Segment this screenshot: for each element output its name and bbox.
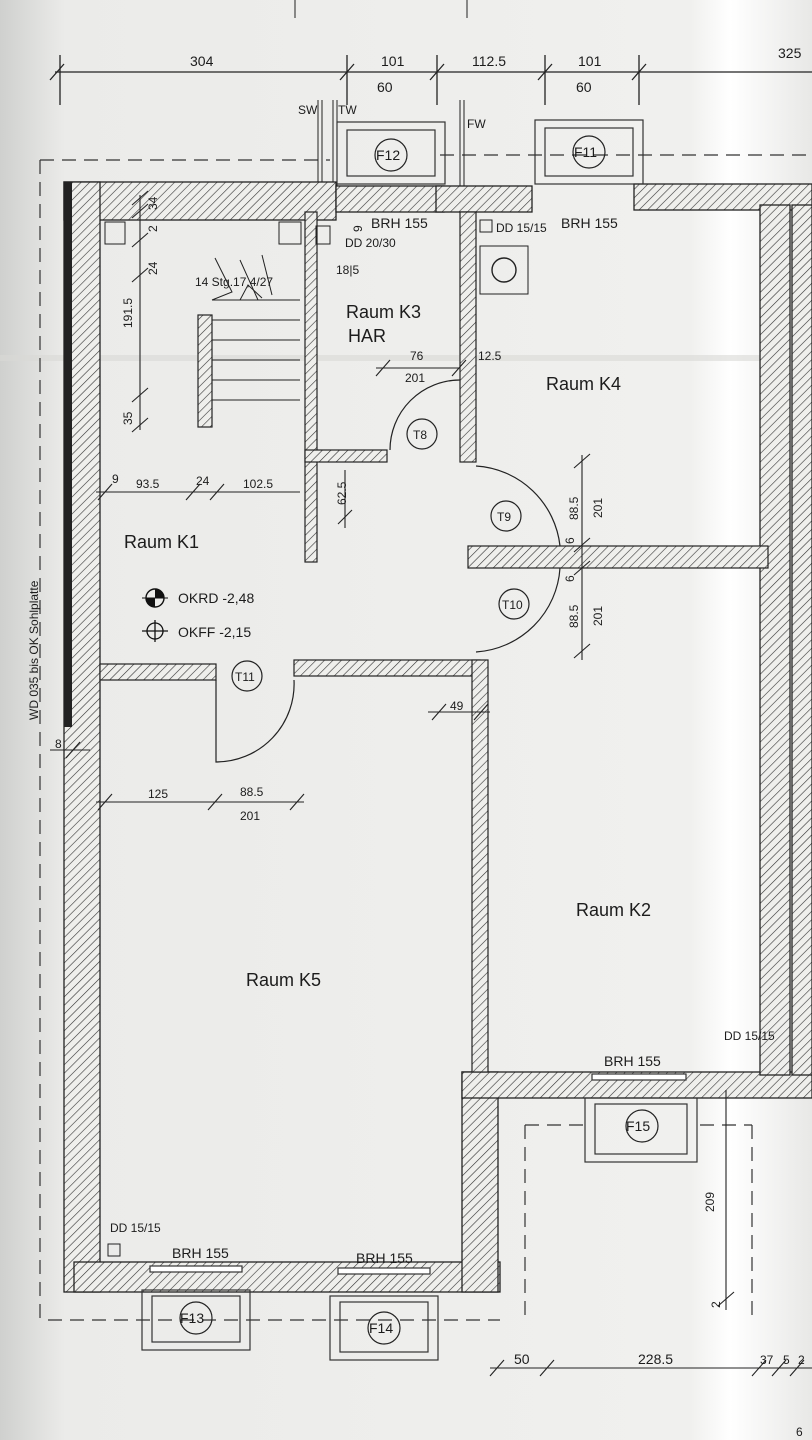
door-t9: T9 — [497, 510, 511, 524]
dim-60-a: 60 — [377, 79, 393, 95]
window-f13: F13 — [180, 1310, 204, 1326]
door-t11: T11 — [235, 670, 255, 684]
dim-88-5-a: 88.5 — [567, 496, 581, 520]
door-tags — [231, 418, 530, 692]
dim-209: 209 — [703, 1192, 717, 1212]
brh-k2: BRH 155 — [604, 1053, 661, 1069]
window-f14: F14 — [369, 1320, 393, 1336]
dim-62-5: 62.5 — [335, 481, 349, 505]
brh-k5-b: BRH 155 — [356, 1250, 413, 1266]
dim-101-b: 101 — [578, 53, 602, 69]
dim-304: 304 — [190, 53, 214, 69]
washing-machine-icon — [491, 257, 517, 283]
dim-191-5: 191.5 — [121, 298, 135, 328]
room-k4: Raum K4 — [546, 374, 621, 394]
dd-box-k5 — [107, 1243, 121, 1257]
stair-label: 14 Stg.17,4/27 — [195, 275, 273, 289]
dim-88-5-c: 88.5 — [240, 785, 264, 799]
dim-325: 325 — [778, 45, 802, 61]
room-k3: Raum K3 — [346, 302, 421, 322]
room-k5: Raum K5 — [246, 970, 321, 990]
washing-machine-box — [479, 245, 529, 295]
dim-9-b: 9 — [351, 225, 365, 232]
window-frames — [141, 119, 698, 1361]
dim-6-b: 6 — [563, 575, 577, 582]
dim-8: 8 — [55, 737, 62, 751]
dim-112-5: 112.5 — [472, 53, 506, 69]
dd-box-k3 — [315, 225, 331, 245]
dim-50: 50 — [514, 1351, 530, 1367]
dim-88-5-b: 88.5 — [567, 604, 581, 628]
dim-101-a: 101 — [381, 53, 405, 69]
dim-201-b: 201 — [591, 498, 605, 518]
exterior-walls — [63, 181, 812, 1293]
door-t8: T8 — [413, 428, 427, 442]
level-okrd: OKRD -2,48 — [178, 590, 254, 606]
dim-201-d: 201 — [240, 809, 260, 823]
dim-125: 125 — [148, 787, 168, 801]
room-k1: Raum K1 — [124, 532, 199, 552]
dim-2-c: 2 — [798, 1353, 805, 1367]
door-t10: T10 — [502, 598, 523, 612]
dim-201-a: 201 — [405, 371, 425, 385]
dim-201-c: 201 — [591, 606, 605, 626]
dim-35: 35 — [121, 411, 135, 425]
dim-49: 49 — [450, 699, 464, 713]
dim-60-b: 60 — [576, 79, 592, 95]
dim-5: 5 — [783, 1353, 790, 1367]
level-okrd-symbol — [142, 588, 168, 608]
dim-12-5: 12.5 — [478, 349, 502, 363]
dim-6: 6 — [796, 1425, 803, 1439]
dd-k2: DD 15/15 — [724, 1029, 775, 1043]
door-swings — [215, 379, 561, 763]
dimension-lines — [50, 190, 812, 1377]
dim-24: 24 — [146, 261, 160, 275]
side-note: WD 035 bis OK Sohlplatte — [27, 580, 41, 720]
level-okff: OKFF -2,15 — [178, 624, 251, 640]
level-okff-symbol — [142, 620, 168, 642]
outer-wall-dark-edge — [64, 182, 72, 727]
brh-k4: BRH 155 — [561, 215, 618, 231]
brh-k5-a: BRH 155 — [172, 1245, 229, 1261]
dim-93-5: 93.5 — [136, 477, 160, 491]
dim-2: 2 — [146, 225, 160, 232]
dim-37: 37 — [760, 1353, 774, 1367]
marker-sw: SW — [298, 103, 318, 117]
dim-2-b: 2 — [709, 1301, 723, 1308]
dd-k5: DD 15/15 — [110, 1221, 161, 1235]
dim-76: 76 — [410, 349, 424, 363]
dim-9-a: 9 — [112, 472, 119, 486]
dim-24-b: 24 — [196, 474, 210, 488]
window-tags — [179, 135, 659, 1345]
dim-6-a: 6 — [563, 537, 577, 544]
dim-102-5: 102.5 — [243, 477, 273, 491]
window-f15: F15 — [626, 1118, 650, 1134]
dd-box-k4 — [479, 219, 493, 233]
staircase — [104, 221, 302, 401]
top-dimension-line — [49, 55, 812, 105]
window-f12: F12 — [376, 147, 400, 163]
outer-boundary-dashed — [39, 154, 812, 1321]
interior-walls — [99, 211, 769, 1073]
dim-34: 34 — [146, 196, 160, 210]
dim-228-5: 228.5 — [638, 1351, 673, 1367]
dd-k4: DD 15/15 — [496, 221, 547, 235]
dd-k3: DD 20/30 — [345, 236, 396, 250]
dim-18-5: 18|5 — [336, 263, 359, 277]
brh-k3: BRH 155 — [371, 215, 428, 231]
paper-fold-shadow — [0, 355, 812, 361]
marker-fw: FW — [467, 117, 486, 131]
room-k2: Raum K2 — [576, 900, 651, 920]
room-k3-har: HAR — [348, 326, 386, 346]
window-f11: F11 — [574, 144, 597, 160]
marker-tw: TW — [338, 103, 357, 117]
